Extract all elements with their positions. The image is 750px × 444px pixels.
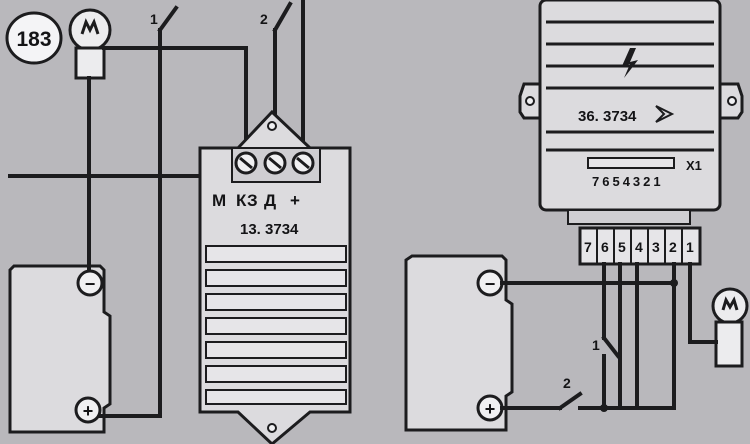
pin-label-7: 7 <box>584 239 592 255</box>
battery-right-plus-terminal: + <box>476 394 504 422</box>
regulator-right-model: 36. 3734 <box>578 108 637 125</box>
connector-shroud <box>567 209 691 225</box>
switch-icon: 1 <box>150 5 179 33</box>
lamp-icon <box>68 8 112 80</box>
battery-right-body <box>404 254 514 432</box>
switch-2-lever <box>272 1 293 33</box>
right-wires <box>500 262 718 412</box>
pin-label-2: 2 <box>669 239 677 255</box>
left-wires <box>8 0 305 418</box>
pin-label-6: 6 <box>601 239 609 255</box>
switch-2-label: 2 <box>260 11 268 27</box>
switch-1-label: 1 <box>150 11 158 27</box>
junction-dot <box>670 279 678 287</box>
screw-terminal-icon <box>263 151 287 175</box>
junction-dot <box>600 404 608 412</box>
battery-left-minus-terminal: − <box>76 269 104 297</box>
connector-block: 7 6 5 4 3 2 1 <box>578 226 702 266</box>
pin-label-5: 5 <box>618 239 626 255</box>
mounting-hole <box>525 96 535 106</box>
screw-terminal-icon <box>291 151 315 175</box>
pin-label-1: 1 <box>686 239 694 255</box>
connector-pins-label: 7654321 <box>592 174 664 189</box>
connector-name: X1 <box>686 158 702 173</box>
pin-label-3: 3 <box>652 239 660 255</box>
battery-left-plus-symbol: + <box>83 401 94 421</box>
battery-left: − + <box>8 264 112 434</box>
cooling-fins <box>205 245 347 405</box>
screw-terminal-icon <box>76 269 104 297</box>
switch-icon: 2 <box>260 1 293 33</box>
switch-1-lever <box>601 335 621 359</box>
battery-right: − + <box>404 254 514 432</box>
battery-left-minus-symbol: − <box>85 274 96 294</box>
connector-block-body <box>578 226 702 266</box>
figure-badge-circle <box>5 11 63 65</box>
regulator-right: 36. 3734 X1 7654321 <box>518 0 744 225</box>
mounting-hole <box>267 423 277 433</box>
battery-right-plus-symbol: + <box>485 399 496 419</box>
mounting-hole <box>267 121 277 131</box>
battery-right-minus-symbol: − <box>485 274 496 294</box>
battery-left-plus-terminal: + <box>74 396 102 424</box>
screw-terminal-icon <box>234 151 258 175</box>
terminal-label-plus: + <box>290 191 300 210</box>
terminal-label-d: Д <box>264 191 276 210</box>
connector-outline <box>587 157 675 169</box>
switch-icon: 2 <box>557 375 583 411</box>
lightning-icon <box>622 48 638 78</box>
switch-2-lever <box>557 391 583 411</box>
battery-right-minus-terminal: − <box>476 269 504 297</box>
cooling-fins <box>546 20 714 152</box>
terminal-label-kz: КЗ <box>236 191 258 210</box>
lamp-filament <box>721 296 739 311</box>
battery-left-body <box>8 264 112 434</box>
regulator-left-model: 13. 3734 <box>240 221 299 238</box>
figure-number: 183 <box>16 28 51 51</box>
lamp-base <box>714 320 744 368</box>
right-switch-1-label: 1 <box>592 337 600 353</box>
mounting-hole <box>727 96 737 106</box>
figure-badge: 183 <box>5 11 63 65</box>
right-switch-2-label: 2 <box>563 375 571 391</box>
pin-label-4: 4 <box>635 239 643 255</box>
regulator-left: М КЗ Д + 13. 3734 <box>198 109 352 444</box>
terminal-label-m: М <box>212 191 226 210</box>
lamp-base <box>74 46 106 80</box>
symbol-marker <box>655 105 675 123</box>
switch-icon: 1 <box>592 335 621 359</box>
screw-terminal-icon <box>74 396 102 424</box>
lamp-icon <box>711 287 749 368</box>
lamp-filament <box>80 18 100 35</box>
switch-1-lever <box>157 5 179 33</box>
